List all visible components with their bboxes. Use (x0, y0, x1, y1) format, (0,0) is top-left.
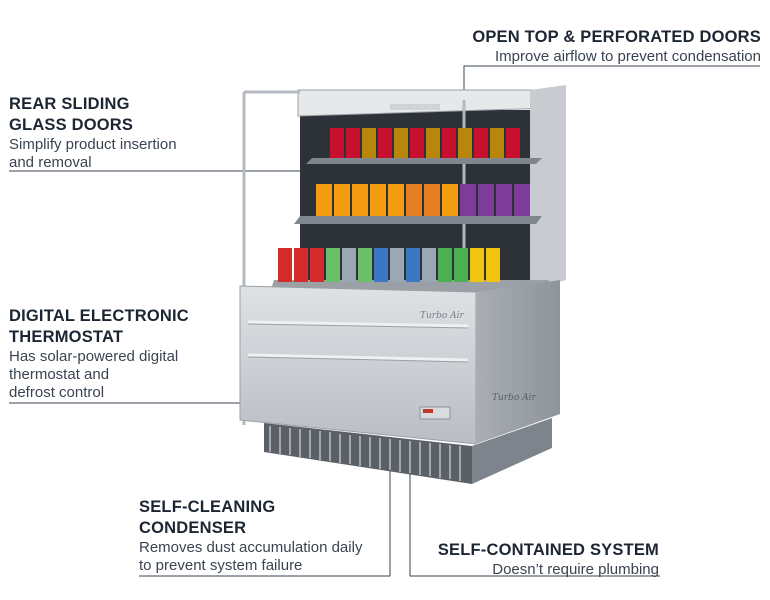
leader-condenser (139, 441, 391, 577)
callout-thermostat-desc-2: thermostat and (9, 366, 110, 383)
leader-system (409, 460, 660, 577)
callout-open-top-desc: Improve airflow to prevent condensation (495, 48, 761, 65)
brand-logo-side: Turbo Air (492, 393, 537, 403)
callout-thermostat-desc-3: defrost control (9, 384, 105, 401)
callout-thermostat-desc-1: Has solar-powered digital (9, 348, 179, 365)
callout-system: SELF-CONTAINED SYSTEM Doesn’t require pl… (438, 540, 659, 579)
callout-system-desc: Doesn’t require plumbing (492, 561, 659, 578)
callout-condenser-title-2: CONDENSER (139, 519, 247, 537)
callout-thermostat-title-2: THERMOSTAT (9, 328, 124, 346)
brand-logo-front: Turbo Air (420, 311, 465, 321)
callout-rear-doors-title-1: REAR SLIDING (9, 95, 130, 113)
callout-thermostat: DIGITAL ELECTRONIC THERMOSTAT Has solar-… (9, 306, 189, 402)
callout-condenser-title-1: SELF-CLEANING (139, 498, 276, 516)
refrigerated-display-case-image: Turbo Air Turbo Air (239, 85, 566, 484)
callout-rear-doors-desc-1: Simplify product insertion (9, 136, 177, 153)
callout-rear-doors-title-2: GLASS DOORS (9, 116, 134, 134)
callout-thermostat-title-1: DIGITAL ELECTRONIC (9, 307, 189, 325)
callout-condenser: SELF-CLEANING CONDENSER Removes dust acc… (139, 497, 362, 575)
callout-system-title: SELF-CONTAINED SYSTEM (437, 541, 659, 559)
callout-open-top-title: OPEN TOP & PERFORATED DOORS (472, 28, 761, 46)
callout-rear-doors: REAR SLIDING GLASS DOORS Simplify produc… (9, 94, 177, 172)
callout-rear-doors-desc-2: and removal (9, 154, 92, 171)
callout-condenser-desc-2: to prevent system failure (139, 557, 303, 574)
callout-condenser-desc-1: Removes dust accumulation daily (139, 539, 363, 556)
callout-open-top: OPEN TOP & PERFORATED DOORS Improve airf… (472, 27, 761, 66)
